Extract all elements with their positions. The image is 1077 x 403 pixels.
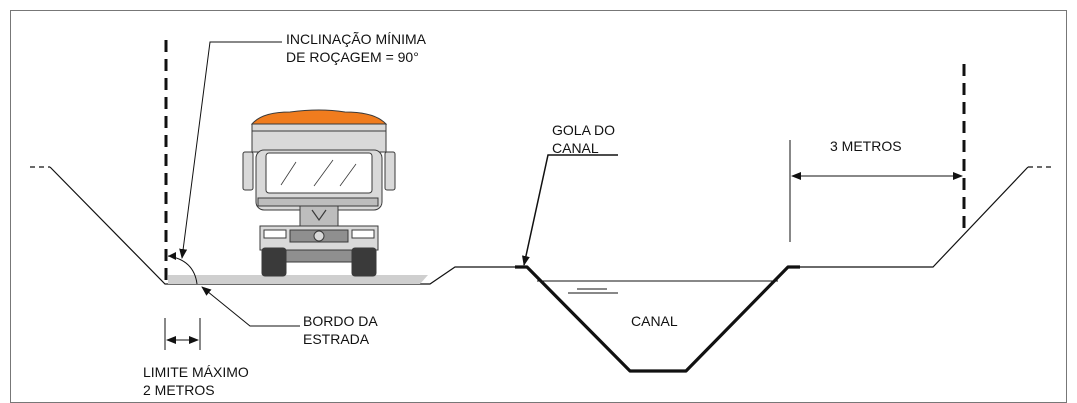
truck-grille-top [257, 197, 379, 207]
road-surface [168, 275, 428, 284]
right-wheel [351, 247, 377, 277]
canal-label: CANAL [631, 313, 678, 329]
truck-windshield [265, 152, 373, 194]
inclinacao-label-line1: INCLINAÇÃO MÍNIMA [286, 31, 427, 47]
gola-label-line1: GOLA DO [552, 122, 615, 138]
left-headlight [263, 229, 287, 239]
terrain-profile [30, 166, 1055, 285]
truck-cargo [250, 109, 388, 125]
truck-box [251, 123, 387, 153]
bordo-label-line2: ESTRADA [303, 331, 370, 347]
diagram-frame [10, 10, 1067, 403]
truck-axle [285, 249, 353, 263]
bordo-leader [201, 286, 300, 327]
truck-illustration [242, 109, 396, 277]
left-mirror [242, 151, 254, 191]
limite-label-line1: LIMITE MÁXIMO [143, 364, 249, 380]
right-headlight [351, 229, 375, 239]
truck-emblem [313, 230, 325, 242]
canal [515, 265, 800, 373]
inclinacao-label-line2: DE ROÇAGEM = 90° [286, 49, 419, 65]
three-meters-label: 3 METROS [830, 138, 902, 154]
bordo-label-line1: BORDO DA [303, 313, 378, 329]
gola-label-line2: CANAL [552, 140, 599, 156]
truck-grille [299, 205, 339, 229]
left-slope-and-road [49, 166, 518, 285]
windshield-glare-3 [339, 163, 357, 187]
limite-label-line2: 2 METROS [143, 382, 215, 398]
truck-logo [311, 209, 327, 222]
canal-profile [515, 265, 800, 373]
windshield-glare-2 [313, 159, 334, 187]
inclinacao-leader [179, 41, 282, 259]
windshield-glare-1 [280, 161, 297, 186]
right-mirror [384, 151, 396, 191]
right-slope [795, 166, 1029, 268]
gola-leader [522, 154, 618, 266]
angle-arc-arrowhead [168, 252, 176, 260]
left-wheel [261, 247, 287, 277]
